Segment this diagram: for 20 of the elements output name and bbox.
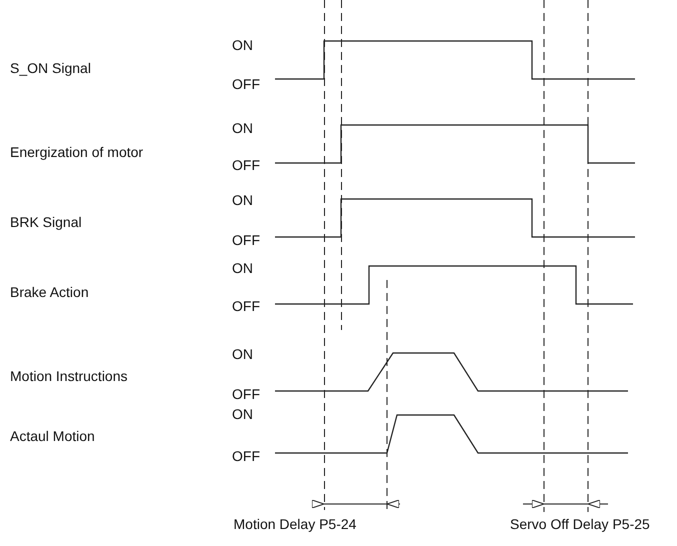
state-label: ON [232,346,253,362]
state-label: OFF [232,232,260,248]
signal-name: BRK Signal [10,214,82,230]
delay-label: Servo Off Delay P5-25 [510,516,650,532]
state-label: ON [232,406,253,422]
signal-name: Motion Instructions [10,368,128,384]
signal-name: Energization of motor [10,144,144,160]
state-label: OFF [232,157,260,173]
state-label: OFF [232,386,260,402]
delay-label: Motion Delay P5-24 [234,516,356,532]
signal-name: Brake Action [10,284,89,300]
state-label: OFF [232,76,260,92]
state-label: OFF [232,298,260,314]
state-label: ON [232,120,253,136]
signal-name: Actaul Motion [10,428,95,444]
signal-name: S_ON Signal [10,60,91,76]
state-label: ON [232,192,253,208]
state-label: OFF [232,448,260,464]
state-label: ON [232,37,253,53]
state-label: ON [232,260,253,276]
